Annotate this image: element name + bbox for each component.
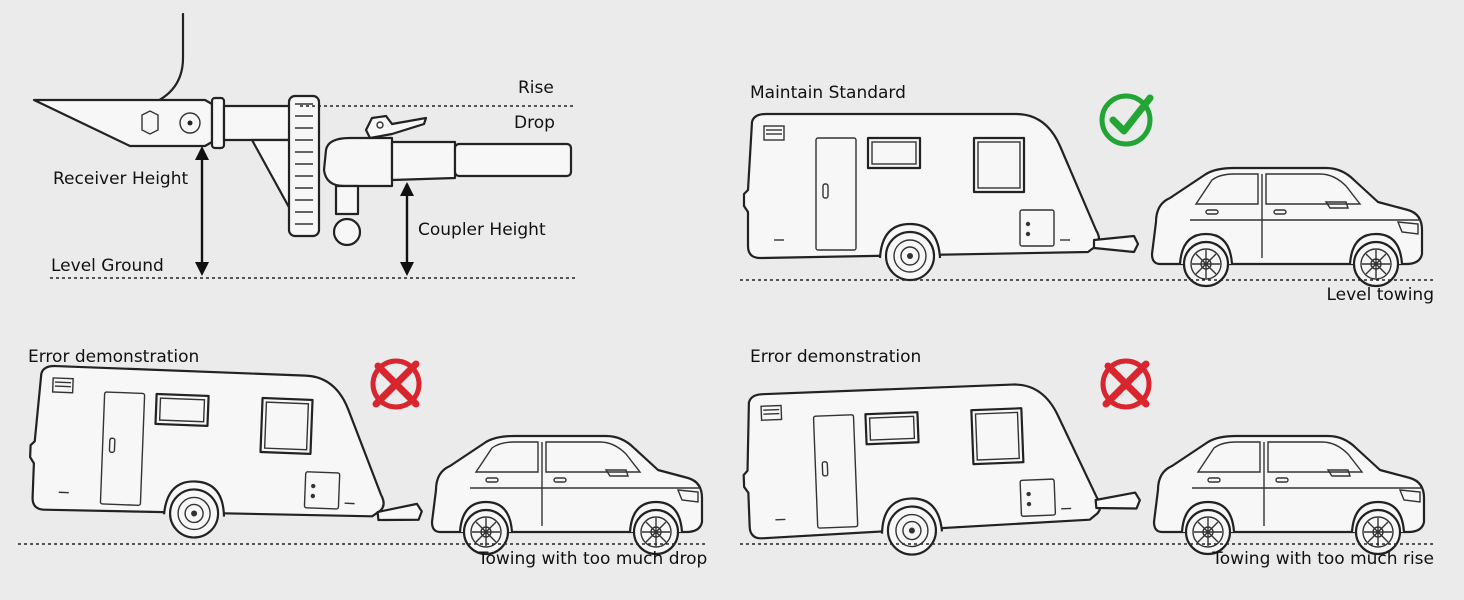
- ball-mount-shank: [222, 104, 298, 142]
- checkmark-icon: [1099, 93, 1154, 147]
- hitch-pin: [179, 112, 201, 134]
- trailer-tongue: [453, 142, 573, 178]
- car-2: [430, 434, 704, 556]
- drop-label: Drop: [514, 113, 555, 133]
- ball-mount-plate: [287, 94, 321, 238]
- ball-stem: [334, 184, 360, 216]
- caravan-3: [740, 380, 1103, 562]
- coupler-head: [322, 136, 394, 188]
- tow-bar-3: [1094, 491, 1142, 514]
- receiver-height-label: Receiver Height: [53, 169, 189, 189]
- coupler-neck: [390, 140, 457, 182]
- pin-collar: [210, 96, 226, 150]
- cross-icon: [1100, 358, 1152, 410]
- too-much-rise-illustration: [740, 380, 1436, 562]
- level-ground-label: Level Ground: [51, 256, 164, 276]
- panel-3-caption: Towing with too much rise: [1212, 549, 1434, 569]
- hitch-diagram: [32, 12, 578, 279]
- rise-label: Rise: [518, 78, 554, 98]
- panel-1-caption: Level towing: [1326, 285, 1434, 305]
- receiver-height-arrow: [195, 146, 209, 276]
- panel-2-heading: Error demonstration: [28, 347, 200, 367]
- panel-1-heading: Maintain Standard: [750, 83, 906, 103]
- car-1: [1150, 166, 1424, 288]
- car-3: [1152, 434, 1426, 556]
- cross-icon: [370, 358, 422, 410]
- too-much-drop-illustration: [18, 364, 708, 556]
- hitch-ball: [332, 217, 362, 247]
- coupler-height-arrow: [400, 182, 414, 276]
- caravan-2: [26, 364, 390, 546]
- level-towing-illustration: [740, 112, 1436, 288]
- panel-3-heading: Error demonstration: [750, 347, 922, 367]
- receiver-tube: [32, 98, 214, 148]
- caravan-1: [742, 112, 1101, 282]
- hex-bolt: [141, 110, 159, 135]
- panel-2-caption: Towing with too much drop: [478, 549, 708, 569]
- vehicle-bumper: [138, 12, 185, 110]
- coupler-latch: [364, 114, 428, 140]
- coupler-height-label: Coupler Height: [418, 220, 546, 240]
- tow-bar-1: [1092, 234, 1140, 254]
